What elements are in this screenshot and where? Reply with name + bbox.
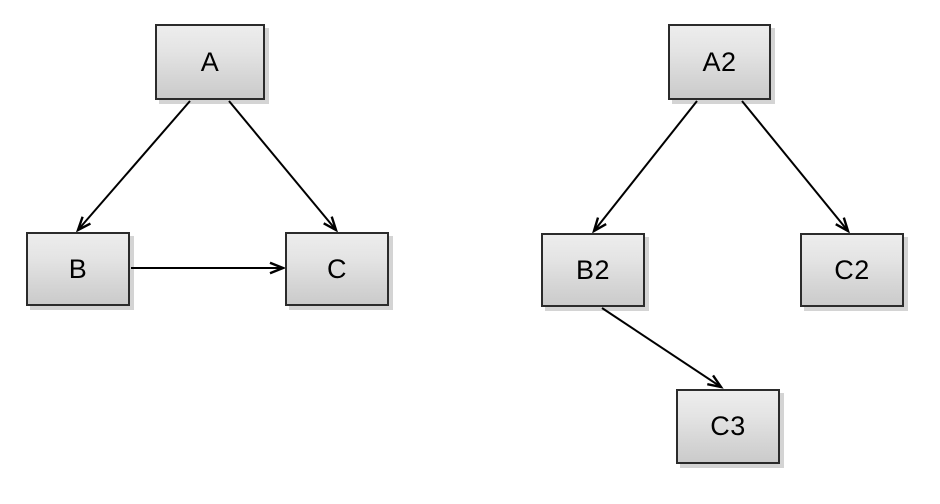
node-b[interactable]: B bbox=[26, 232, 130, 306]
node-label: C3 bbox=[710, 411, 746, 441]
arrowhead-icon bbox=[323, 216, 339, 233]
edge-a-c bbox=[228, 100, 339, 233]
edge-b2-c3 bbox=[601, 307, 724, 389]
arrowhead-icon bbox=[75, 216, 91, 233]
arrowhead-icon bbox=[835, 217, 851, 234]
arrowhead-icon bbox=[707, 374, 724, 389]
node-b2[interactable]: B2 bbox=[541, 233, 645, 307]
edge-line bbox=[77, 100, 191, 231]
node-label: B bbox=[68, 253, 88, 284]
node-label: A bbox=[200, 46, 220, 77]
arrowhead-icon bbox=[269, 261, 287, 275]
node-a[interactable]: A bbox=[155, 24, 265, 100]
edge-line bbox=[228, 100, 337, 231]
node-label: C2 bbox=[834, 254, 870, 285]
edge-b-c bbox=[131, 261, 287, 275]
node-a2[interactable]: A2 bbox=[668, 24, 771, 100]
node-c[interactable]: C bbox=[285, 232, 389, 306]
arrowhead-icon bbox=[591, 217, 607, 234]
node-label: B2 bbox=[575, 254, 611, 285]
edge-a2-b2 bbox=[591, 100, 698, 234]
node-label: A2 bbox=[702, 46, 737, 77]
node-c2[interactable]: C2 bbox=[800, 233, 904, 307]
node-c3[interactable]: C3 bbox=[676, 389, 780, 464]
edge-a-b bbox=[75, 100, 191, 233]
edge-a2-c2 bbox=[741, 100, 851, 234]
edge-line bbox=[741, 100, 849, 232]
edge-line bbox=[601, 307, 722, 388]
node-label: C bbox=[327, 253, 347, 284]
edge-line bbox=[593, 100, 698, 232]
